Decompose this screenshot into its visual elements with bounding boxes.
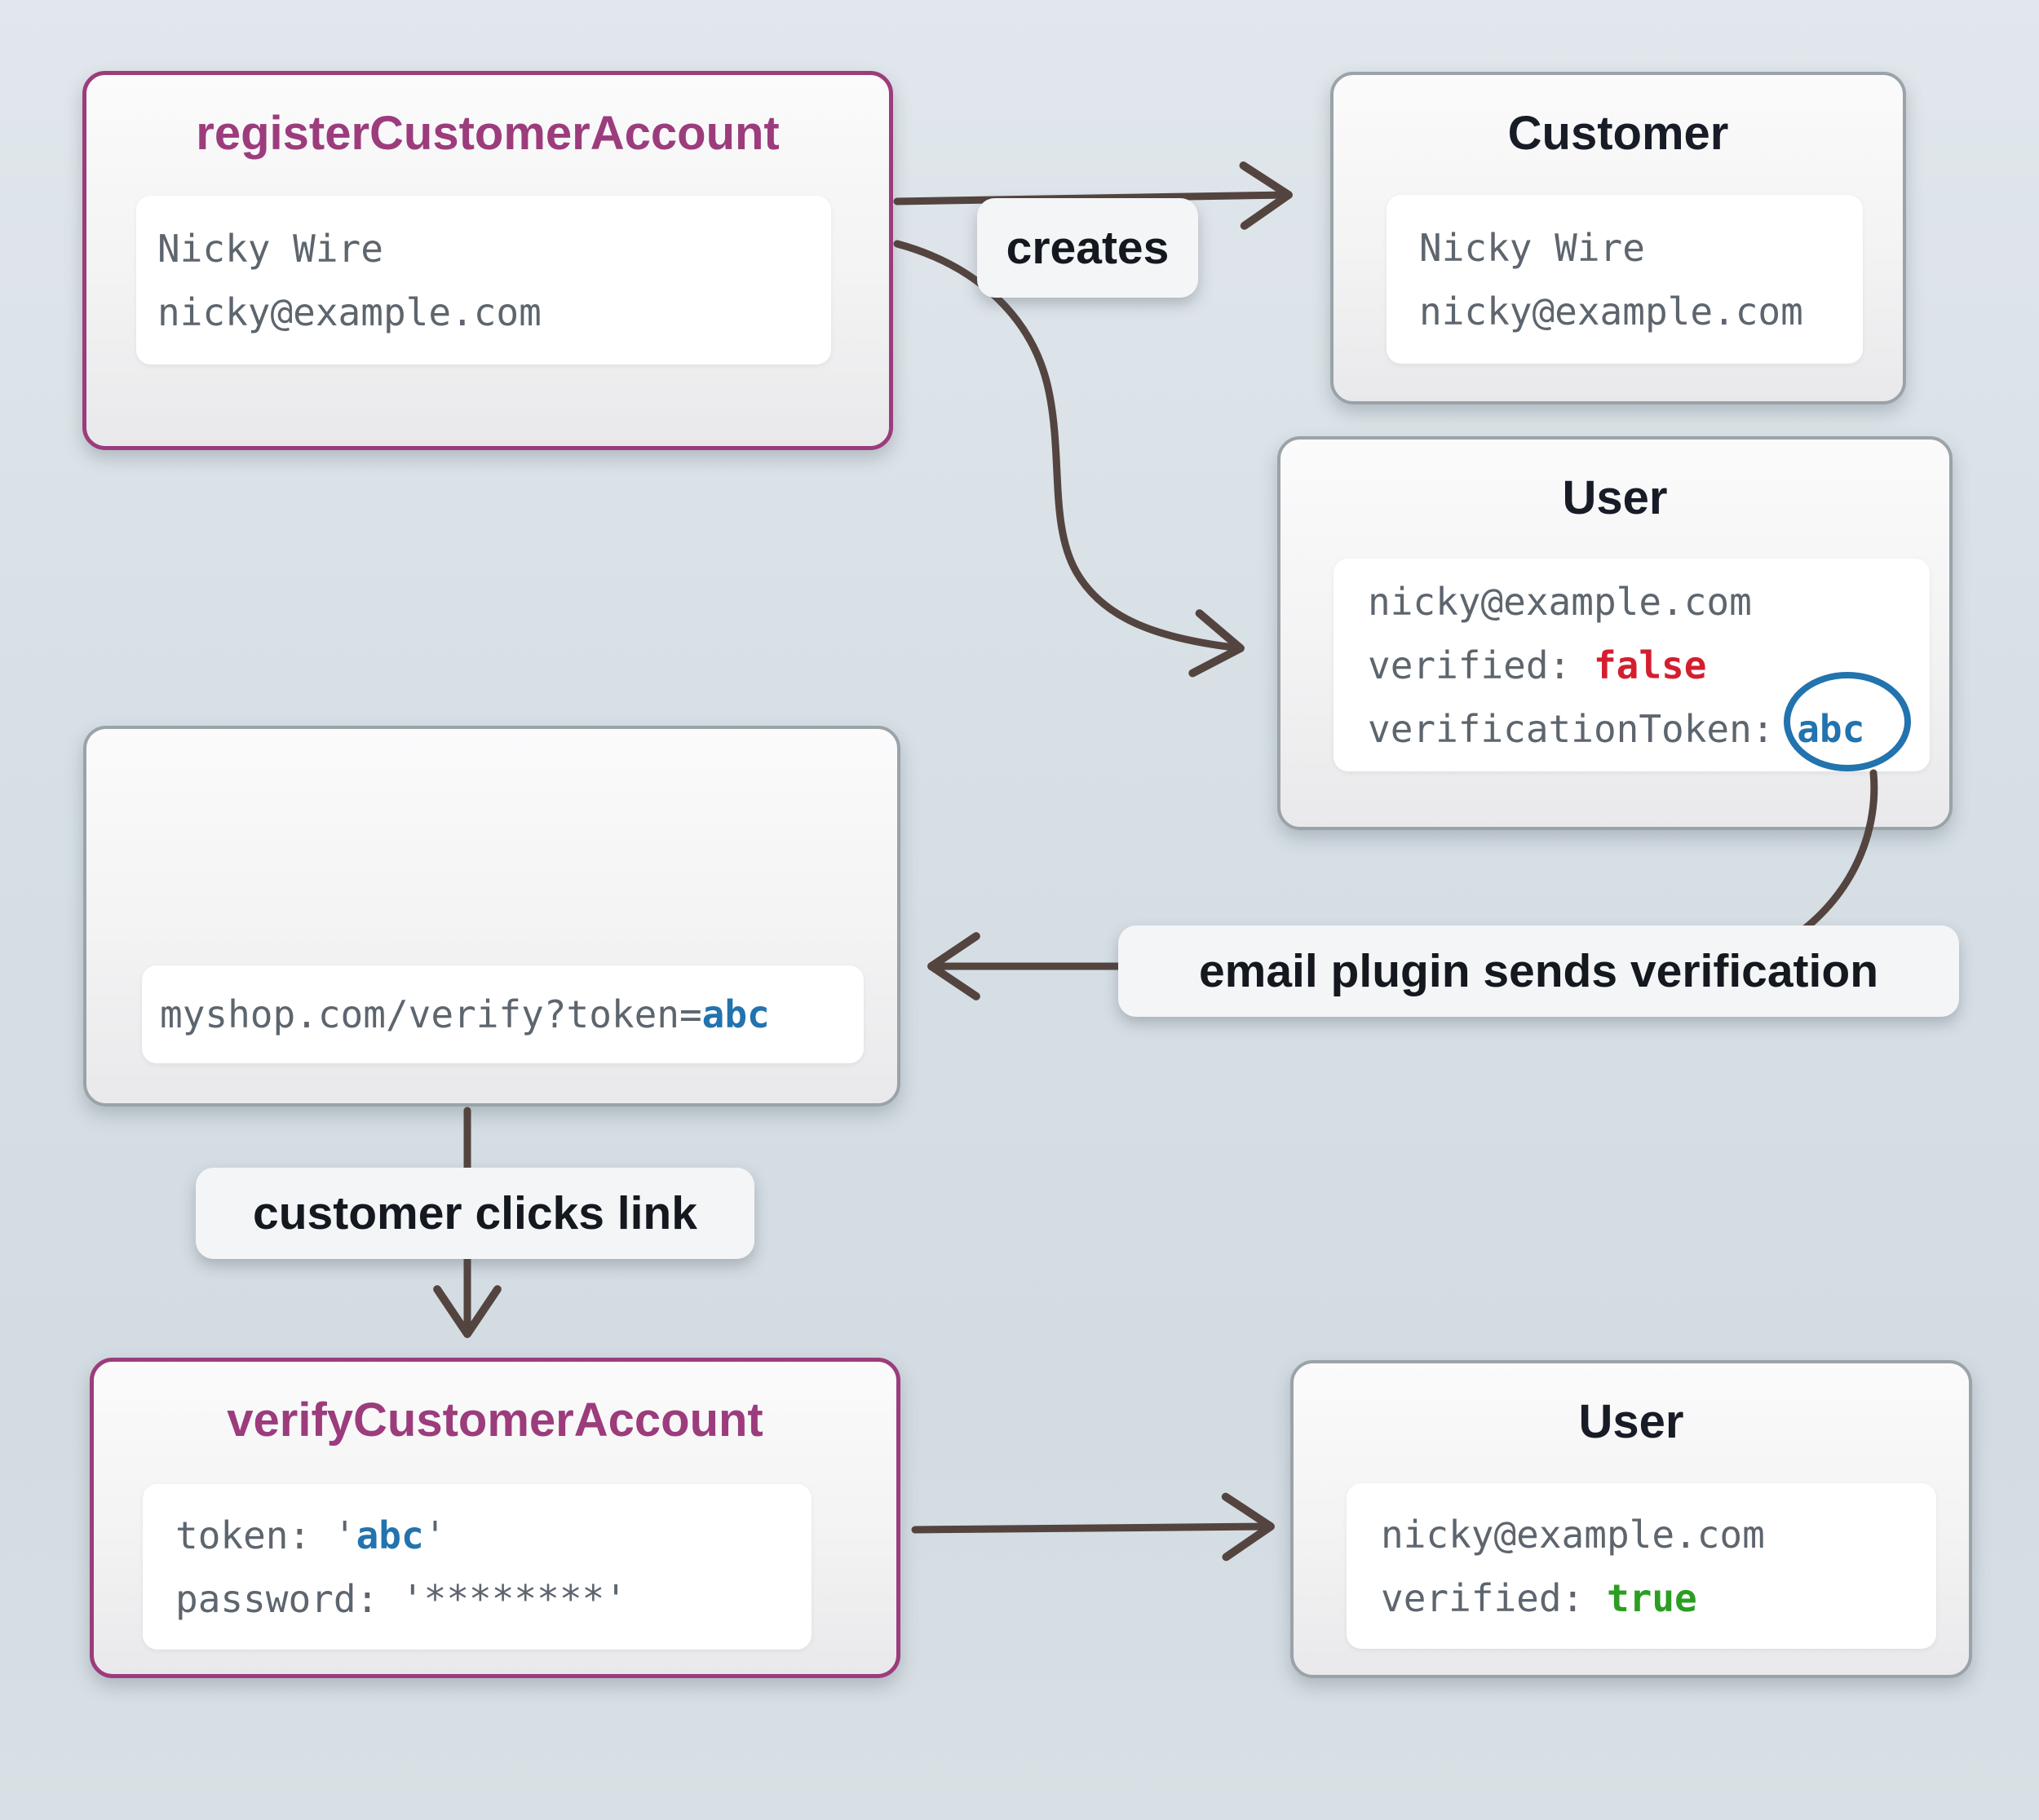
register-name-line: Nicky Wire	[157, 226, 383, 271]
verification-link-line[interactable]: myshop.com/verify?token=abc	[160, 992, 770, 1036]
user-verified-node-title: User	[1578, 1395, 1684, 1448]
customer-node-title: Customer	[1507, 107, 1729, 160]
register-email-line: nicky@example.com	[157, 289, 542, 334]
verify-token-line: token: 'abc'	[175, 1513, 447, 1557]
verification-link-token: abc	[701, 992, 770, 1036]
verified-true-value: true	[1606, 1575, 1697, 1620]
verify-customer-account-node: verifyCustomerAccount token: 'abc' passw…	[90, 1358, 900, 1678]
verify-node-title: verifyCustomerAccount	[227, 1394, 763, 1447]
user-verified-data-card: nicky@example.com verified: true	[1347, 1483, 1936, 1649]
email-plugin-sends-verification-label: email plugin sends verification	[1118, 925, 1959, 1017]
user-unverified-email-line: nicky@example.com	[1368, 579, 1752, 624]
customer-node-data-card: Nicky Wire nicky@example.com	[1387, 195, 1863, 364]
customer-email-line: nicky@example.com	[1419, 289, 1803, 334]
user-verified-email-line: nicky@example.com	[1381, 1512, 1765, 1557]
user-verified-node: User nicky@example.com verified: true	[1290, 1360, 1972, 1678]
customer-node: Customer Nicky Wire nicky@example.com	[1330, 72, 1906, 404]
verify-token-value: abc	[356, 1513, 424, 1557]
register-node-data-card: Nicky Wire nicky@example.com	[136, 196, 831, 364]
verification-email-node: myshop.com/verify?token=abc	[83, 726, 900, 1107]
user-verified-verified-line: verified: true	[1381, 1575, 1697, 1620]
user-unverified-verified-line: verified: false	[1368, 643, 1707, 687]
creates-label: creates	[977, 198, 1198, 298]
register-customer-account-node: registerCustomerAccount Nicky Wire nicky…	[82, 71, 893, 450]
verification-link-card: myshop.com/verify?token=abc	[142, 965, 864, 1063]
customer-clicks-link-label: customer clicks link	[196, 1168, 754, 1259]
verify-node-data-card: token: 'abc' password: '********'	[143, 1484, 812, 1650]
register-node-title: registerCustomerAccount	[196, 107, 780, 160]
verify-password-line: password: '********'	[175, 1576, 627, 1621]
arrow-verify-to-user	[911, 1492, 1275, 1562]
arrow-register-to-user	[893, 240, 1245, 678]
user-unverified-node-title: User	[1562, 471, 1668, 524]
token-highlight-ellipse	[1784, 672, 1911, 771]
customer-name-line: Nicky Wire	[1419, 225, 1645, 270]
verified-false-value: false	[1593, 643, 1707, 687]
